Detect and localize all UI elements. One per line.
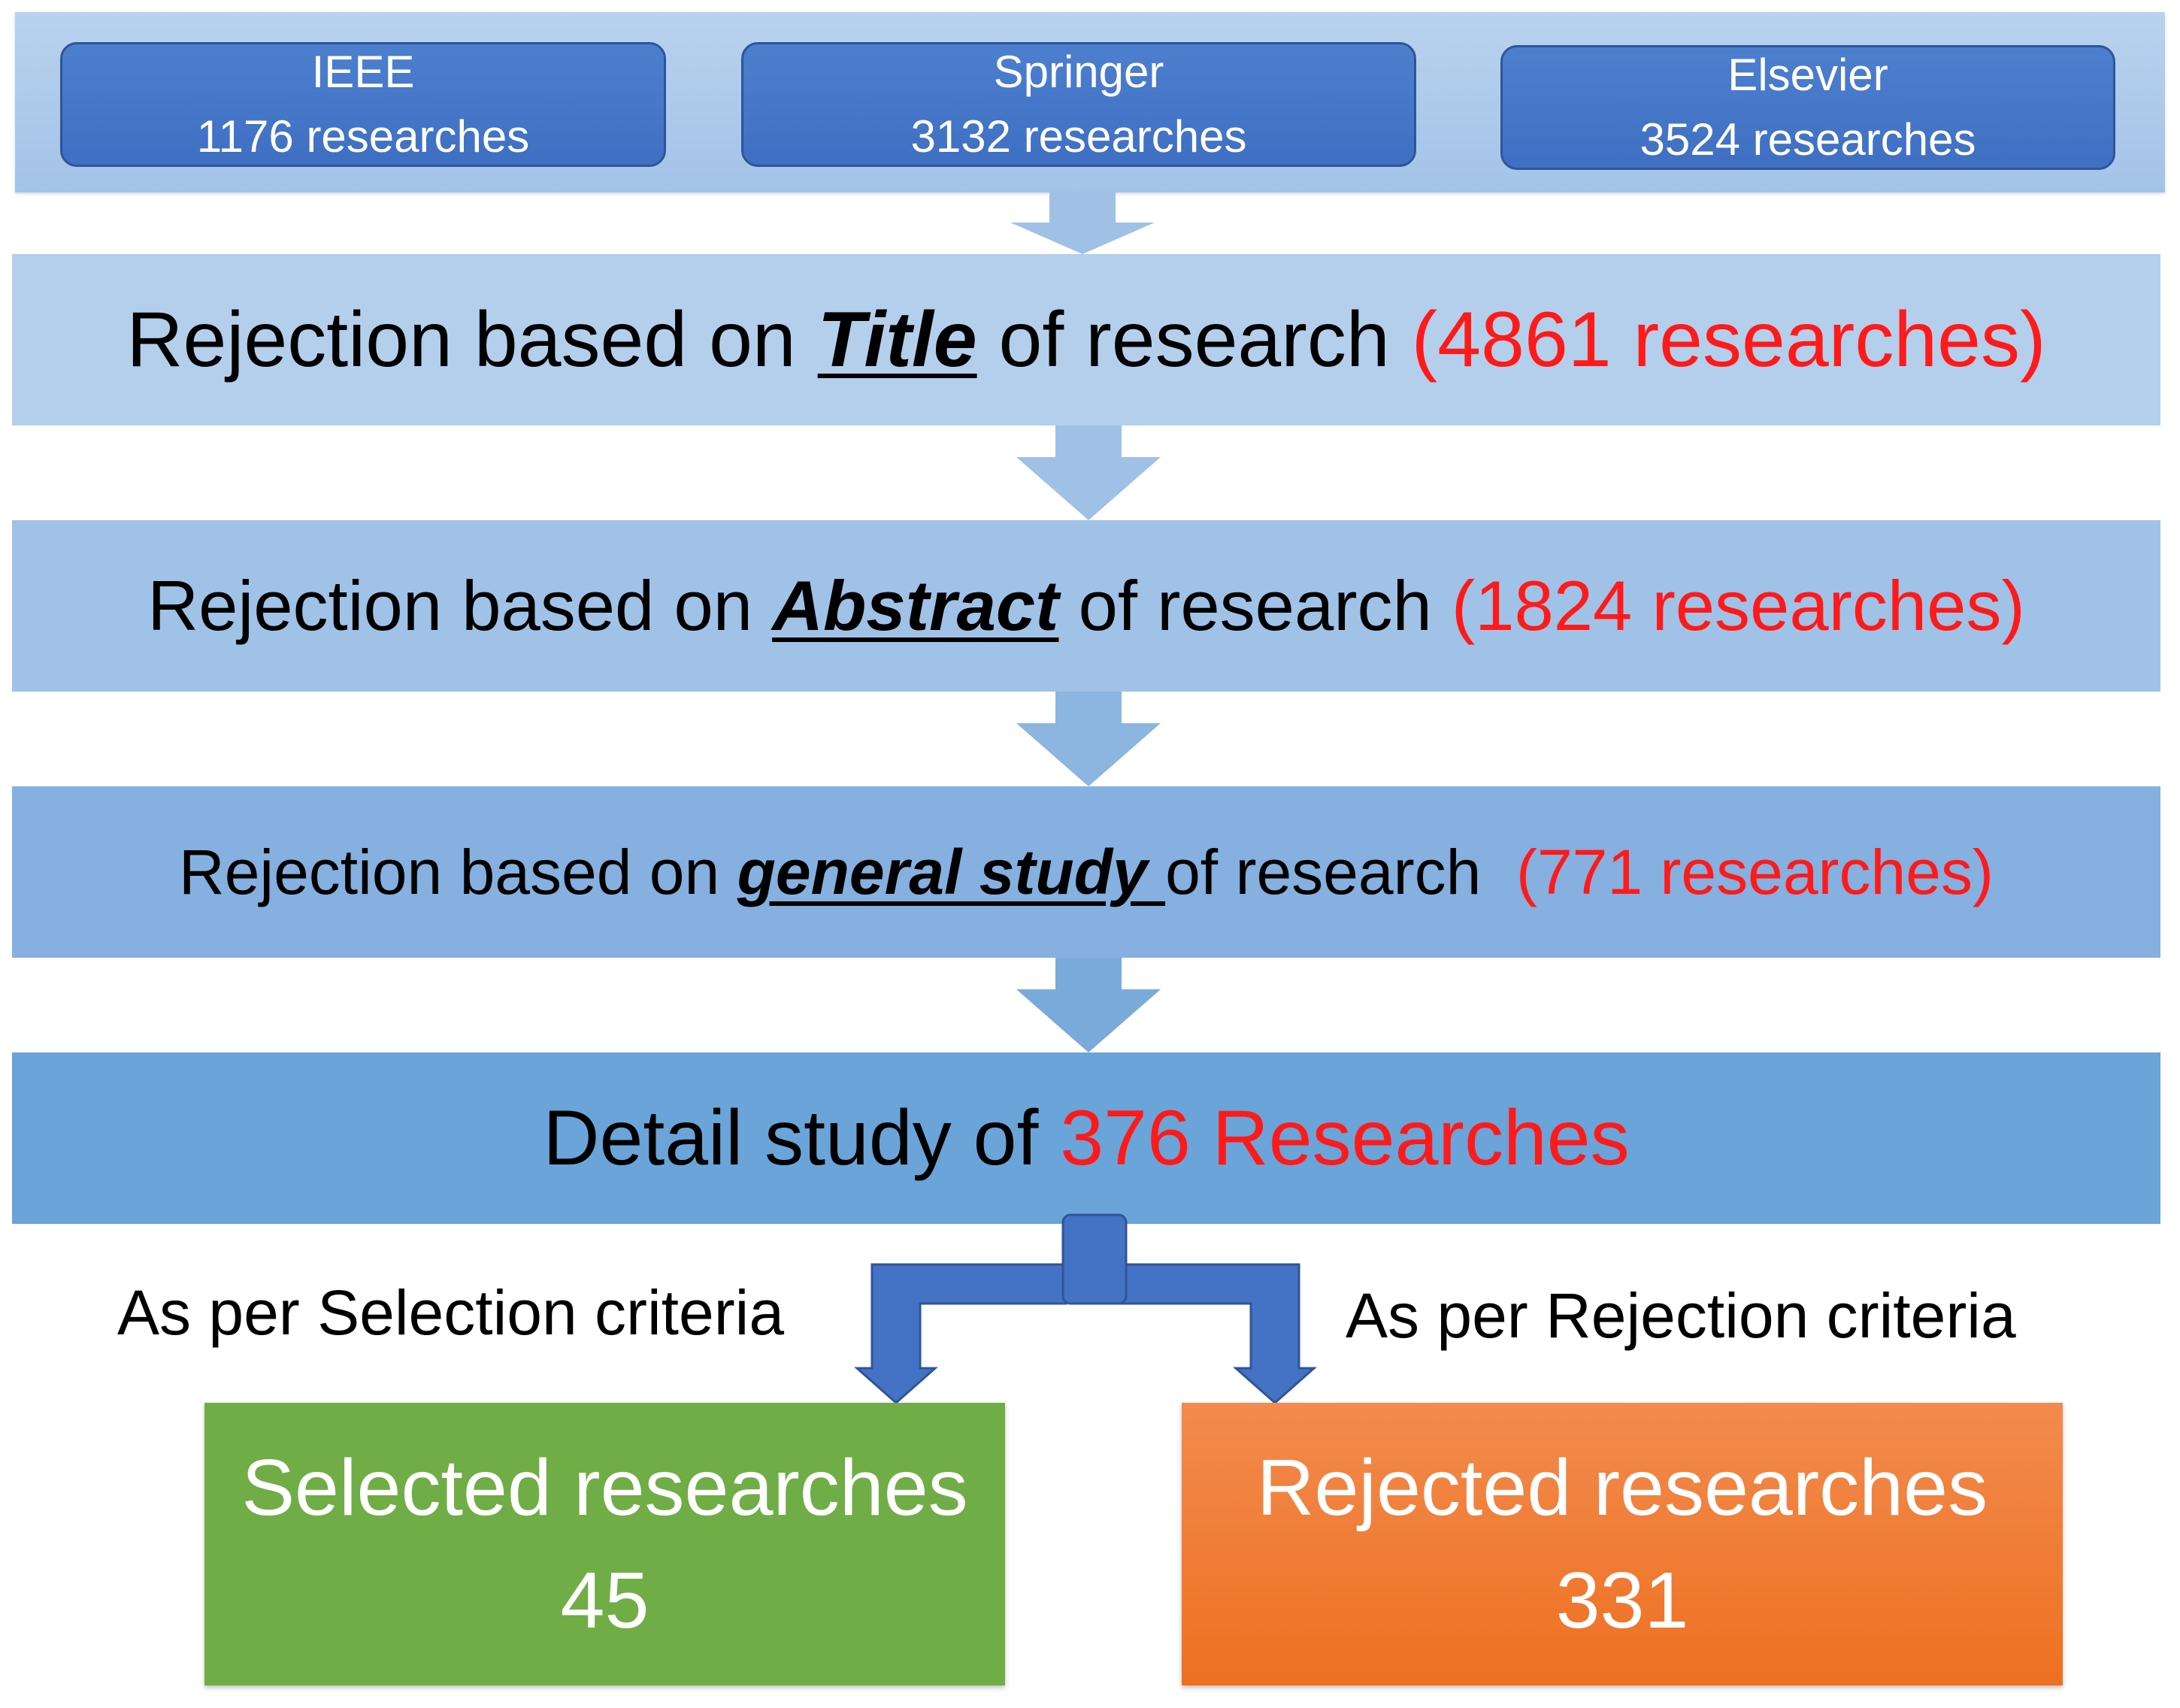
stage-abstract-keyword: Abstract	[772, 566, 1059, 645]
stage-title-suffix: of research	[976, 295, 1412, 383]
stage-title-rejection: Rejection based on Title of research (48…	[12, 254, 2160, 425]
down-arrow-icon	[1016, 958, 1161, 1052]
stage-detail-study: Detail study of 376 Researches	[12, 1052, 2160, 1224]
split-connector-arrows	[854, 1213, 1317, 1405]
stage-general-count: (771 researches)	[1515, 836, 1994, 907]
rejected-researches-box: Rejected researches 331	[1182, 1403, 2063, 1685]
down-arrow-icon	[1010, 192, 1155, 254]
selection-criteria-label: As per Selection criteria	[117, 1277, 785, 1348]
stage-general-prefix: Rejection based on	[179, 836, 737, 907]
rejection-criteria-label: As per Rejection criteria	[1346, 1280, 2016, 1351]
stage-abstract-count: (1824 researches)	[1451, 566, 2025, 645]
source-springer-count: 3132 researches	[910, 111, 1247, 162]
stage-abstract-suffix: of research	[1058, 566, 1452, 645]
stage-detail-count: 376 Researches	[1060, 1094, 1630, 1182]
source-elsevier-count: 3524 researches	[1640, 114, 1976, 165]
rejected-researches-label: Rejected researches	[1256, 1443, 1988, 1532]
source-ieee-name: IEEE	[311, 47, 415, 97]
stage-general-suffix: of research	[1165, 836, 1516, 907]
stage-title-count: (4861 researches)	[1411, 295, 2046, 383]
stage-general-study-rejection: Rejection based on general study of rese…	[12, 786, 2160, 958]
stage-title-keyword: Title	[817, 295, 977, 383]
source-springer: Springer 3132 researches	[741, 42, 1416, 167]
selected-researches-count: 45	[560, 1556, 649, 1645]
stage-abstract-prefix: Rejection based on	[147, 566, 773, 645]
source-ieee-count: 1176 researches	[196, 111, 530, 162]
source-elsevier: Elsevier 3524 researches	[1500, 45, 2115, 170]
selected-researches-box: Selected researches 45	[204, 1403, 1005, 1685]
stage-title-prefix: Rejection based on	[126, 295, 818, 383]
source-ieee: IEEE 1176 researches	[60, 42, 666, 167]
down-arrow-icon	[1016, 692, 1161, 786]
stage-detail-prefix: Detail study of	[543, 1094, 1061, 1182]
rejected-researches-count: 331	[1555, 1556, 1689, 1645]
source-springer-name: Springer	[993, 47, 1164, 97]
selected-researches-label: Selected researches	[241, 1443, 968, 1532]
source-elsevier-name: Elsevier	[1727, 50, 1888, 100]
stage-general-keyword: general study	[737, 836, 1166, 907]
down-arrow-icon	[1016, 425, 1161, 520]
stage-abstract-rejection: Rejection based on Abstract of research …	[12, 520, 2160, 692]
